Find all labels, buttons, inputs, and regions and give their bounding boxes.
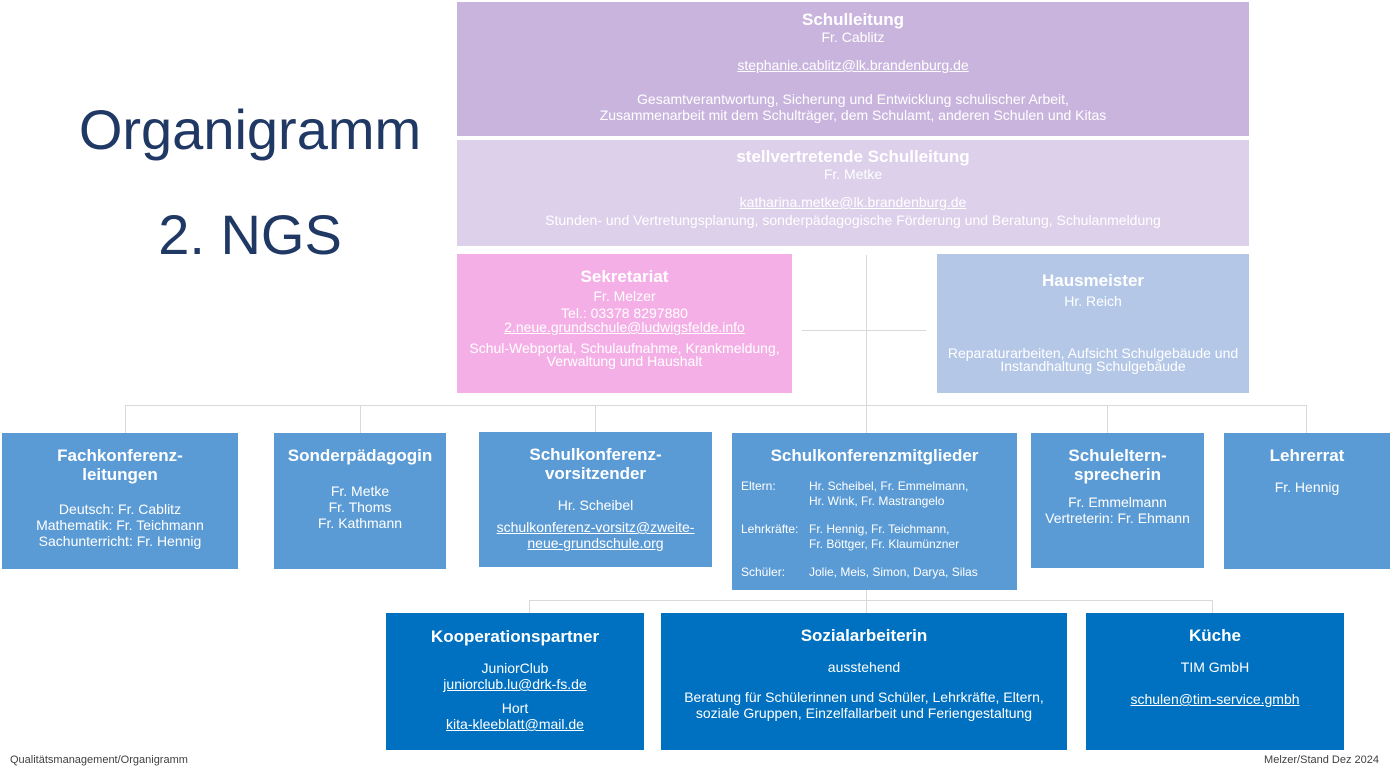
skmit-lehrkraefte-row: Lehrkräfte: Fr. Hennig, Fr. Teichmann, F… bbox=[741, 522, 1017, 552]
eltern-title-1: Schuleltern- bbox=[1068, 446, 1167, 465]
schulleitung-name: Fr. Cablitz bbox=[821, 29, 885, 45]
sekretariat-email-link[interactable]: 2.neue.grundschule@ludwigsfelde.info bbox=[504, 319, 745, 335]
elternsprecherin-box: Schuleltern- sprecherin Fr. Emmelmann Ve… bbox=[1031, 433, 1204, 568]
connector-vertical-lower bbox=[866, 590, 867, 613]
skmit-schueler-label: Schüler: bbox=[741, 565, 786, 579]
connector-drop-5 bbox=[1107, 405, 1108, 433]
skvors-email-link-1[interactable]: schulkonferenz-vorsitz@zweite- bbox=[496, 519, 695, 535]
skmit-lehr-1: Fr. Hennig, Fr. Teichmann, bbox=[809, 522, 950, 536]
stellv-desc: Stunden- und Vertretungsplanung, sonderp… bbox=[545, 212, 1161, 228]
skmit-eltern-1: Hr. Scheibel, Fr. Emmelmann, bbox=[809, 479, 969, 493]
skmit-lehr-label: Lehrkräfte: bbox=[741, 522, 799, 536]
skvors-title-1: Schulkonferenz- bbox=[529, 445, 662, 464]
skmitglieder-box: Schulkonferenzmitglieder Eltern: Hr. Sch… bbox=[732, 433, 1017, 590]
kooperationspartner-box: Kooperationspartner JuniorClub juniorclu… bbox=[386, 613, 644, 750]
koop-line-1: JuniorClub bbox=[481, 660, 549, 676]
schulleitung-desc-1: Gesamtverantwortung, Sicherung und Entwi… bbox=[637, 91, 1069, 107]
connector-horizontal-row3 bbox=[529, 600, 1213, 601]
connector-horizontal-mid bbox=[802, 330, 926, 331]
connector-drop-1 bbox=[125, 405, 126, 433]
fachkonferenz-line-3: Sachunterricht: Fr. Hennig bbox=[38, 533, 202, 549]
stellv-name: Fr. Metke bbox=[823, 166, 883, 182]
sonder-line-2: Fr. Thoms bbox=[328, 499, 392, 515]
schulleitung-title: Schulleitung bbox=[802, 10, 904, 29]
hausmeister-name: Hr. Reich bbox=[1064, 293, 1122, 309]
sonderpaedagogin-box: Sonderpädagogin Fr. Metke Fr. Thoms Fr. … bbox=[274, 433, 446, 569]
stellv-title: stellvertretende Schulleitung bbox=[736, 147, 970, 166]
kueche-name: TIM GmbH bbox=[1180, 659, 1250, 675]
hausmeister-box: Hausmeister Hr. Reich Reparaturarbeiten,… bbox=[937, 254, 1249, 393]
skmit-schueler-row: Schüler: Jolie, Meis, Simon, Darya, Sila… bbox=[741, 565, 1017, 580]
fachkonferenz-title-1: Fachkonferenz- bbox=[57, 446, 183, 465]
hausmeister-desc-1: Reparaturarbeiten, Aufsicht Schulgebäude… bbox=[947, 345, 1239, 361]
connector-horizontal-row2 bbox=[125, 405, 1307, 406]
sekretariat-desc-2: Verwaltung und Haushalt bbox=[546, 353, 703, 369]
koop-title: Kooperationspartner bbox=[430, 627, 600, 646]
sekretariat-desc-1: Schul-Webportal, Schulaufnahme, Krankmel… bbox=[469, 340, 780, 356]
sonder-line-3: Fr. Kathmann bbox=[317, 515, 403, 531]
sonder-title: Sonderpädagogin bbox=[287, 446, 433, 465]
eltern-title-2: sprecherin bbox=[1074, 465, 1161, 484]
connector-drop-9 bbox=[1212, 600, 1213, 613]
sozial-title: Sozialarbeiterin bbox=[800, 626, 928, 645]
sekretariat-title: Sekretariat bbox=[580, 267, 669, 286]
kueche-title: Küche bbox=[1189, 626, 1241, 645]
hausmeister-desc-2: Instandhaltung Schulgebäude bbox=[1000, 358, 1186, 374]
fachkonferenz-title-2: leitungen bbox=[82, 465, 158, 484]
footer-left: Qualitätsmanagement/Organigramm bbox=[10, 754, 188, 766]
sekretariat-box: Sekretariat Fr. Melzer Tel.: 03378 82978… bbox=[457, 254, 792, 393]
kueche-email-link[interactable]: schulen@tim-service.gmbh bbox=[1130, 691, 1300, 707]
skmit-eltern-2: Hr. Wink, Fr. Mastrangelo bbox=[809, 494, 945, 508]
footer-right: Melzer/Stand Dez 2024 bbox=[1264, 754, 1379, 766]
skmit-schueler: Jolie, Meis, Simon, Darya, Silas bbox=[809, 565, 978, 579]
fachkonferenz-line-2: Mathematik: Fr. Teichmann bbox=[36, 517, 204, 533]
sozialarbeiterin-box: Sozialarbeiterin ausstehend Beratung für… bbox=[661, 613, 1067, 750]
koop-email-link-1[interactable]: juniorclub.lu@drk-fs.de bbox=[443, 676, 587, 692]
koop-email-link-2[interactable]: kita-kleeblatt@mail.de bbox=[446, 716, 584, 732]
lehrerrat-box: Lehrerrat Fr. Hennig bbox=[1224, 433, 1390, 569]
fachkonferenz-line-1: Deutsch: Fr. Cablitz bbox=[58, 501, 182, 517]
skvorsitz-box: Schulkonferenz- vorsitzender Hr. Scheibe… bbox=[479, 432, 712, 567]
schulleitung-box: Schulleitung Fr. Cablitz stephanie.cabli… bbox=[457, 2, 1249, 136]
lehrerrat-title: Lehrerrat bbox=[1269, 446, 1345, 465]
connector-drop-2 bbox=[360, 405, 361, 433]
eltern-line-2: Vertreterin: Fr. Ehmann bbox=[1045, 510, 1190, 526]
skmit-lehr-2: Fr. Böttger, Fr. Klaumünzner bbox=[809, 537, 960, 551]
sonder-line-1: Fr. Metke bbox=[330, 483, 390, 499]
stellv-schulleitung-box: stellvertretende Schulleitung Fr. Metke … bbox=[457, 140, 1249, 246]
schulleitung-desc-2: Zusammenarbeit mit dem Schulträger, dem … bbox=[599, 107, 1107, 123]
sozial-desc-1: Beratung für Schülerinnen und Schüler, L… bbox=[684, 689, 1044, 705]
skvors-title-2: vorsitzender bbox=[544, 464, 647, 483]
connector-drop-7 bbox=[529, 600, 530, 613]
page-subtitle: 2. NGS bbox=[158, 203, 342, 266]
sekretariat-tel: Tel.: 03378 8297880 bbox=[561, 305, 688, 321]
eltern-line-1: Fr. Emmelmann bbox=[1068, 494, 1167, 510]
skvors-name: Hr. Scheibel bbox=[557, 497, 634, 513]
kueche-box: Küche TIM GmbH schulen@tim-service.gmbh bbox=[1086, 613, 1344, 750]
stellv-email-link[interactable]: katharina.metke@lk.brandenburg.de bbox=[739, 194, 967, 210]
hausmeister-title: Hausmeister bbox=[1041, 271, 1145, 290]
sozial-desc-2: soziale Gruppen, Einzelfallarbeit und Fe… bbox=[695, 705, 1033, 721]
skmit-title: Schulkonferenzmitglieder bbox=[770, 446, 979, 465]
page-title: Organigramm bbox=[78, 98, 422, 161]
connector-drop-6 bbox=[1306, 405, 1307, 433]
fachkonferenz-box: Fachkonferenz- leitungen Deutsch: Fr. Ca… bbox=[2, 433, 238, 569]
sozial-name: ausstehend bbox=[827, 659, 901, 675]
skmit-eltern-row: Eltern: Hr. Scheibel, Fr. Emmelmann, Hr.… bbox=[741, 479, 1017, 509]
connector-vertical-main bbox=[866, 255, 867, 433]
schulleitung-email-link[interactable]: stephanie.cablitz@lk.brandenburg.de bbox=[737, 57, 969, 73]
sekretariat-name: Fr. Melzer bbox=[593, 288, 656, 304]
koop-line-2: Hort bbox=[501, 700, 529, 716]
skmit-eltern-label: Eltern: bbox=[741, 479, 776, 493]
connector-drop-3 bbox=[595, 405, 596, 433]
skvors-email-link-2[interactable]: neue-grundschule.org bbox=[527, 535, 664, 551]
lehrerrat-name: Fr. Hennig bbox=[1274, 479, 1340, 495]
